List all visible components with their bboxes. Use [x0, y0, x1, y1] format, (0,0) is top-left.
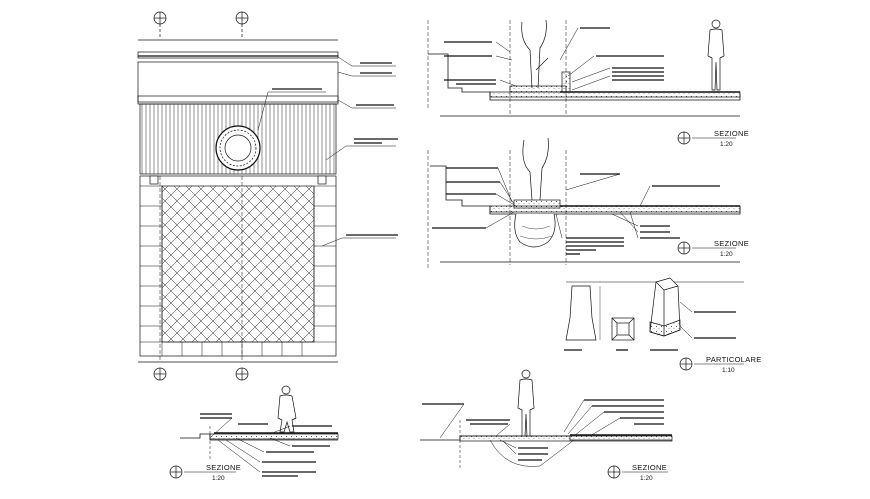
axis-marker-bottom-left [153, 367, 167, 381]
section-title-bottom-right: SEZIONE [632, 463, 667, 472]
plan-callout-text-bars [272, 62, 398, 236]
section-scale-bottom-left: 1:20 [212, 475, 225, 482]
axis-marker-bottom-right [235, 367, 249, 381]
section-label-middle-right: SEZIONE 1:20 [677, 239, 749, 258]
section-scale-middle-right: 1:20 [720, 251, 733, 258]
human-scale-figure [517, 369, 535, 437]
detail-bollard: PARTICOLARE 1:10 [564, 277, 762, 374]
section-scale-top-right: 1:20 [720, 141, 733, 148]
section-scale-bottom-right: 1:20 [640, 475, 653, 482]
plan-view [137, 11, 398, 381]
human-scale-figure [277, 385, 297, 433]
section-middle-right: SEZIONE 1:20 [427, 137, 749, 270]
axis-marker-top-left [153, 11, 167, 38]
detail-scale: 1:10 [722, 367, 735, 374]
section-title-top-right: SEZIONE [714, 129, 749, 138]
section-bottom-left: SEZIONE 1:20 [169, 385, 339, 482]
section-label-detail: PARTICOLARE 1:10 [679, 355, 762, 374]
section-label-bottom-right: SEZIONE 1:20 [607, 463, 668, 482]
section-bottom-right: SEZIONE 1:20 [420, 369, 673, 482]
axis-marker-top-right [235, 11, 249, 38]
section-title-bottom-left: SEZIONE [206, 463, 241, 472]
root-ball [514, 213, 556, 248]
detail-title: PARTICOLARE [706, 355, 762, 364]
section-title-middle-right: SEZIONE [714, 239, 749, 248]
section-label-bottom-left: SEZIONE 1:20 [169, 463, 241, 482]
section-top-right: SEZIONE 1:20 [427, 19, 749, 148]
human-scale-figure [707, 19, 725, 91]
tree-symbol [521, 19, 549, 89]
section-label-top-right: SEZIONE 1:20 [677, 129, 749, 148]
